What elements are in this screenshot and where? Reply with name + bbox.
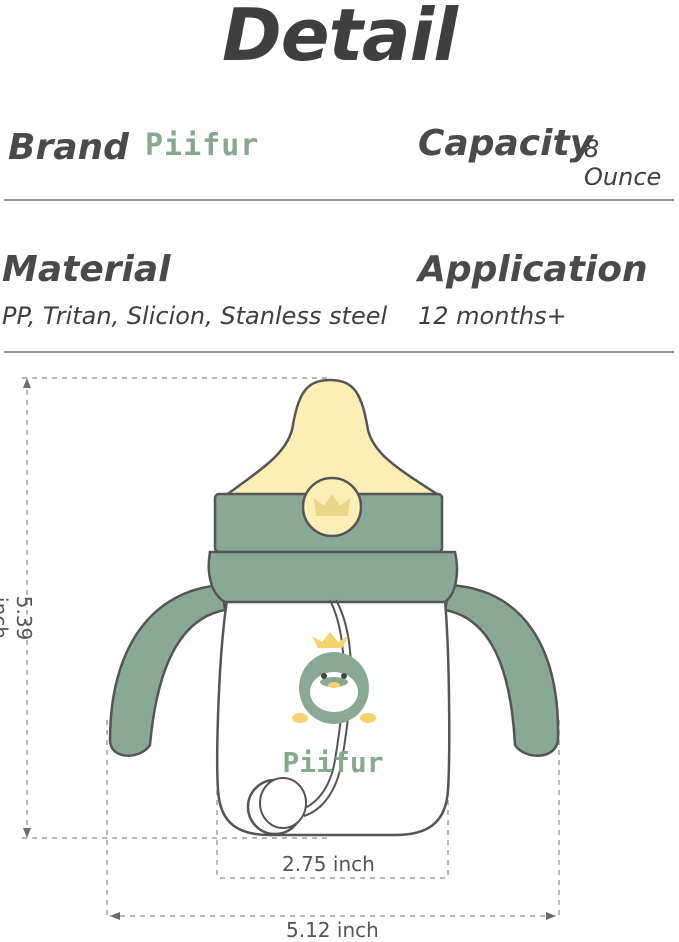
application-label: Application	[418, 249, 648, 290]
application-value: 12 months+	[418, 302, 567, 330]
crown-icon	[314, 494, 350, 516]
material-label: Material	[2, 249, 171, 290]
right-handle	[443, 583, 560, 757]
straw	[299, 599, 345, 811]
brand-label: Brand	[8, 127, 129, 168]
base-width-dimension: 2.75 inch	[282, 852, 375, 876]
penguin-icon	[292, 632, 376, 724]
capacity-label: Capacity	[418, 123, 594, 164]
divider-1	[4, 199, 674, 201]
brand-logo: Piifur	[145, 128, 260, 163]
dimension-guides	[22, 377, 560, 917]
sippy-cup-illustration: Piifur	[22, 377, 560, 920]
page-title: Detail	[222, 0, 458, 77]
divider-2	[4, 351, 674, 353]
capacity-value: 8 Ounce	[584, 135, 662, 191]
cup-logo: Piifur	[282, 746, 383, 779]
material-value: PP, Tritan, Slicion, Stanless steel	[2, 302, 388, 330]
spout-lid	[221, 378, 445, 498]
full-width-dimension: 5.12 inch	[286, 918, 379, 942]
lid-ring	[207, 550, 459, 604]
left-handle	[108, 583, 227, 757]
height-dimension: 5.39 inch	[0, 595, 36, 641]
